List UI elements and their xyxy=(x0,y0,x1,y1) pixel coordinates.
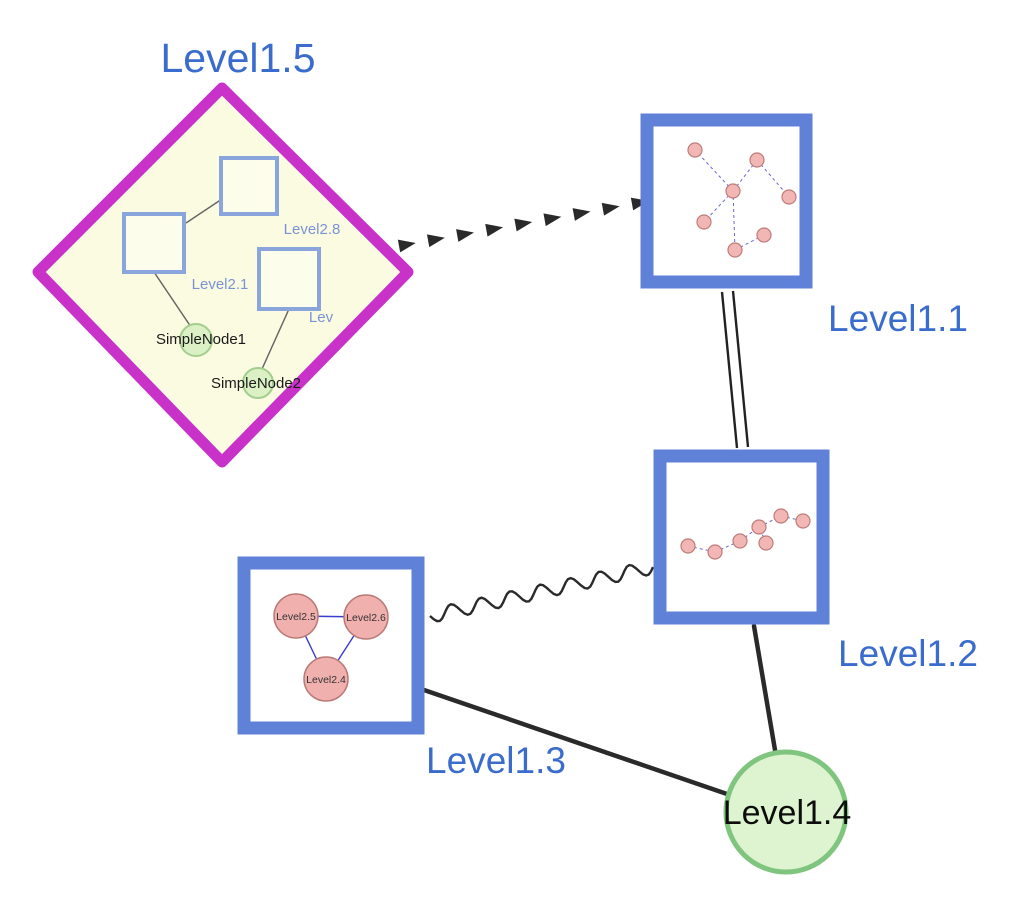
node-simplenode2[interactable] xyxy=(242,367,274,399)
node-level2-x-label: Lev xyxy=(309,309,334,326)
node-level2-5-label: Level2.5 xyxy=(276,611,316,623)
node-level2-1-label: Level2.1 xyxy=(192,276,249,293)
node-simplenode1-label: SimpleNode1 xyxy=(156,331,246,348)
edge-level1-5-to-level1-1-arrow[interactable] xyxy=(397,195,650,253)
node-level2-1[interactable] xyxy=(122,212,186,274)
arrowhead-icon xyxy=(456,229,474,242)
edge-level1-3-to-level1-4[interactable] xyxy=(421,687,730,797)
mini-node[interactable] xyxy=(749,152,765,168)
node-level1-2[interactable]: Level1.2 xyxy=(653,449,978,674)
mini-edge xyxy=(732,190,736,251)
edge-level1-2-to-level1-4[interactable] xyxy=(751,623,778,753)
mini-node[interactable] xyxy=(687,142,703,158)
node-level2-4-label: Level2.4 xyxy=(306,674,346,686)
minigraph-level1-1 xyxy=(687,142,797,258)
inner-edge-level2-x-simplenode2 xyxy=(261,308,290,370)
mini-edge xyxy=(756,159,790,198)
node-level1-4-label: Level1.4 xyxy=(723,794,852,832)
node-level1-4-shape[interactable] xyxy=(723,749,849,875)
arrowhead-icon xyxy=(572,208,591,221)
node-level1-1-shape[interactable] xyxy=(640,113,813,289)
node-level2-6-label: Level2.6 xyxy=(346,612,386,624)
arrowhead-icon xyxy=(601,202,620,216)
arrowhead-icon xyxy=(397,239,416,253)
mini-node[interactable] xyxy=(773,508,789,524)
mini-node[interactable] xyxy=(680,538,696,554)
arrowhead-icon xyxy=(543,213,562,227)
mini-node[interactable] xyxy=(751,519,767,535)
inner-edge-level2-8-level2-1 xyxy=(185,198,223,224)
node-level2-5[interactable] xyxy=(273,593,319,639)
node-simplenode1[interactable] xyxy=(179,323,213,357)
inner-edge-level2-1-simplenode1 xyxy=(153,271,192,328)
node-level1-3[interactable]: Level2.5 Level2.6 Level2.4 Level1.3 xyxy=(237,556,566,781)
edge-level1-3-to-level1-2-wavy[interactable] xyxy=(429,563,655,623)
mini-edge xyxy=(687,545,716,553)
mini-node[interactable] xyxy=(756,227,772,243)
arrowhead-icon xyxy=(485,223,504,237)
node-level1-5-label: Level1.5 xyxy=(160,35,315,81)
node-level1-3-shape[interactable] xyxy=(237,556,425,735)
mini-node[interactable] xyxy=(781,189,797,205)
node-level1-1[interactable]: Level1.1 xyxy=(640,113,968,339)
node-level2-8-label: Level2.8 xyxy=(284,221,341,238)
arrowhead-icon xyxy=(426,234,445,248)
mini-node[interactable] xyxy=(707,544,723,560)
node-simplenode2-label: SimpleNode2 xyxy=(211,375,301,392)
minigraph-level1-2 xyxy=(680,508,811,560)
mini-node[interactable] xyxy=(725,183,741,199)
node-level1-1-label: Level1.1 xyxy=(828,298,968,339)
edges-layer xyxy=(397,195,778,797)
node-level1-3-label: Level1.3 xyxy=(426,740,566,781)
mini-node[interactable] xyxy=(727,242,743,258)
mini-edge xyxy=(714,540,741,553)
node-level2-8[interactable] xyxy=(219,156,279,216)
node-level1-5[interactable]: Level2.8 Level2.1 Lev SimpleNode1 Simple… xyxy=(32,35,414,468)
node-level1-2-label: Level1.2 xyxy=(838,633,978,674)
node-level2-6[interactable] xyxy=(343,594,389,640)
arrowhead-icon xyxy=(514,218,533,232)
node-level1-4[interactable]: Level1.4 xyxy=(723,749,852,875)
diamond-shape[interactable] xyxy=(32,82,414,468)
node-level2-x[interactable] xyxy=(257,247,321,311)
edge-level1-1-to-level1-2-line2[interactable] xyxy=(731,290,750,448)
mini-node[interactable] xyxy=(758,535,774,551)
mini-node[interactable] xyxy=(795,513,811,529)
node-level2-4[interactable] xyxy=(303,656,349,702)
mini-node[interactable] xyxy=(696,214,712,230)
mini-node[interactable] xyxy=(732,533,748,549)
edge-level1-1-to-level1-2-line1[interactable] xyxy=(720,291,739,449)
